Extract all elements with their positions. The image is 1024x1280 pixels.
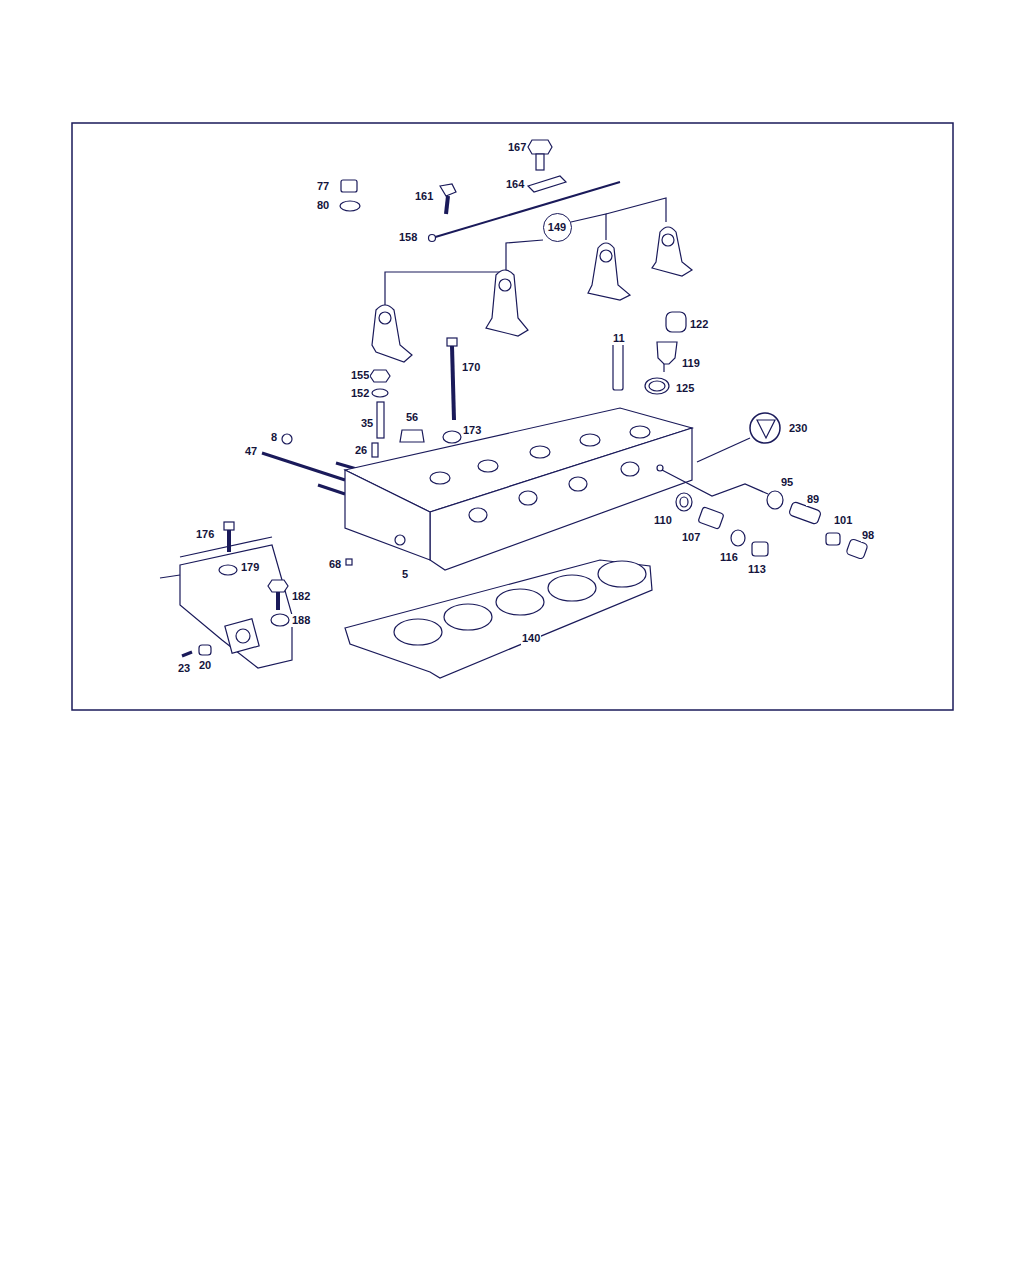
callout-number: 35 xyxy=(360,417,374,430)
rocker-brackets xyxy=(372,227,692,362)
callout-number: 110 xyxy=(653,514,673,527)
bolt-head xyxy=(447,338,457,346)
callout-number: 89 xyxy=(806,493,820,506)
callout-number: 11 xyxy=(612,332,626,345)
callout-number: 68 xyxy=(328,558,342,571)
callout-number: 95 xyxy=(780,476,794,489)
symbol-circle xyxy=(750,413,780,443)
cylinder-head xyxy=(345,408,692,570)
callout-number: 8 xyxy=(270,431,278,444)
callout-number: 155 xyxy=(350,369,370,382)
callout-number: 77 xyxy=(316,180,330,193)
callout-number: 23 xyxy=(177,662,191,675)
callout-number: 152 xyxy=(350,387,370,400)
bolt-shaft xyxy=(536,154,544,170)
pin xyxy=(372,443,378,457)
callout-number: 173 xyxy=(462,424,482,437)
stud xyxy=(377,402,384,438)
callout-number: 164 xyxy=(505,178,525,191)
fittings xyxy=(676,491,868,560)
plug xyxy=(346,559,352,565)
head-gasket xyxy=(345,560,652,678)
callout-number: 176 xyxy=(195,528,215,541)
clip xyxy=(528,176,566,192)
callout-number: 140 xyxy=(521,632,541,645)
callout-number: 20 xyxy=(198,659,212,672)
callout-number: 179 xyxy=(240,561,260,574)
rod-eye xyxy=(429,235,436,242)
plug xyxy=(341,180,357,192)
nut xyxy=(370,370,390,382)
ball xyxy=(282,434,292,444)
callout-number: 149 xyxy=(548,221,566,233)
leader-line xyxy=(662,470,768,496)
leader-line xyxy=(606,198,666,222)
callout-number: 161 xyxy=(414,190,434,203)
washer xyxy=(372,389,388,397)
callout-number: 188 xyxy=(291,614,311,627)
bolt-shaft xyxy=(446,196,448,214)
callout-number: 158 xyxy=(398,231,418,244)
leader-line xyxy=(571,214,606,240)
callout-number: 101 xyxy=(833,514,853,527)
leader-line xyxy=(697,438,750,462)
bolt-shaft xyxy=(452,346,454,420)
cap xyxy=(400,430,424,442)
frame xyxy=(72,123,953,710)
callout-number: 119 xyxy=(681,357,701,370)
washer xyxy=(340,201,360,211)
leader-line xyxy=(385,240,543,305)
callout-number: 230 xyxy=(788,422,808,435)
callout-number: 167 xyxy=(507,141,527,154)
triangle-symbol xyxy=(757,420,775,438)
manifold xyxy=(160,522,292,668)
callout-circle: 149 xyxy=(543,213,572,242)
rod xyxy=(432,182,620,238)
callout-number: 56 xyxy=(405,411,419,424)
callout-number: 5 xyxy=(401,568,409,581)
stud xyxy=(318,485,345,494)
callout-number: 80 xyxy=(316,199,330,212)
callout-number: 182 xyxy=(291,590,311,603)
callout-number: 107 xyxy=(681,531,701,544)
callout-number: 116 xyxy=(719,551,739,564)
bolt-head xyxy=(440,184,456,196)
callout-number: 125 xyxy=(675,382,695,395)
callout-number: 122 xyxy=(689,318,709,331)
washer xyxy=(443,431,461,443)
bolt-head xyxy=(528,140,552,154)
callout-number: 170 xyxy=(461,361,481,374)
callout-number: 113 xyxy=(747,563,767,576)
stud xyxy=(262,453,345,480)
callout-number: 47 xyxy=(244,445,258,458)
callout-number: 26 xyxy=(354,444,368,457)
callout-number: 98 xyxy=(861,529,875,542)
